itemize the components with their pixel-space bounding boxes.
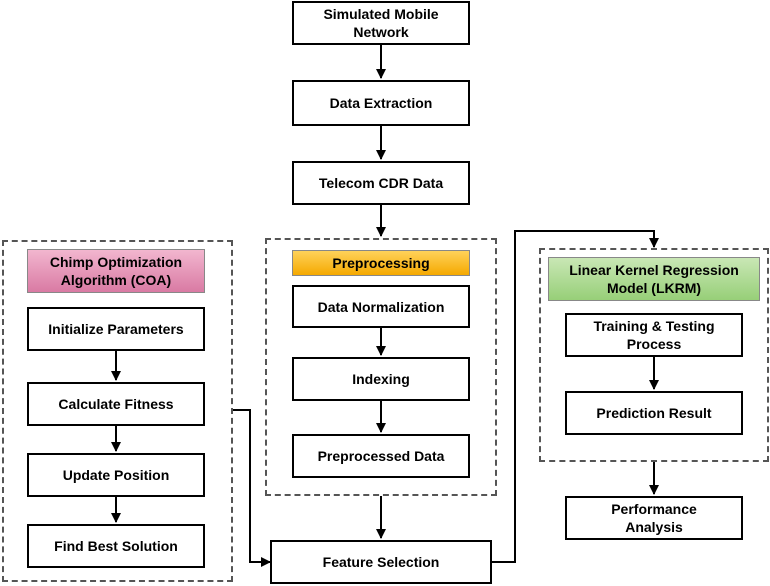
feature-selection-node: Feature Selection bbox=[270, 540, 492, 584]
prediction-result-node: Prediction Result bbox=[565, 391, 743, 435]
calculate-fitness-node: Calculate Fitness bbox=[27, 382, 205, 426]
arrow-coa-to-feature bbox=[233, 409, 271, 567]
training-testing-node: Training & Testing Process bbox=[565, 313, 743, 357]
lkrm-group bbox=[539, 248, 769, 462]
preprocessed-data-node: Preprocessed Data bbox=[292, 434, 470, 478]
indexing-node: Indexing bbox=[292, 357, 470, 401]
telecom-cdr-data-node: Telecom CDR Data bbox=[292, 161, 470, 205]
update-position-node: Update Position bbox=[27, 453, 205, 497]
coa-group bbox=[2, 240, 233, 582]
preprocessing-header: Preprocessing bbox=[292, 250, 470, 276]
arrow-feature-to-lkrm bbox=[492, 230, 659, 563]
performance-analysis-node: Performance Analysis bbox=[565, 496, 743, 540]
simulated-mobile-network-node: Simulated Mobile Network bbox=[292, 1, 470, 45]
find-best-solution-node: Find Best Solution bbox=[27, 524, 205, 568]
coa-header: Chimp Optimization Algorithm (COA) bbox=[27, 249, 205, 293]
data-normalization-node: Data Normalization bbox=[292, 285, 470, 328]
data-extraction-node: Data Extraction bbox=[292, 80, 470, 126]
preprocessing-group bbox=[265, 238, 497, 496]
lkrm-header: Linear Kernel Regression Model (LKRM) bbox=[548, 257, 760, 301]
initialize-parameters-node: Initialize Parameters bbox=[27, 307, 205, 351]
